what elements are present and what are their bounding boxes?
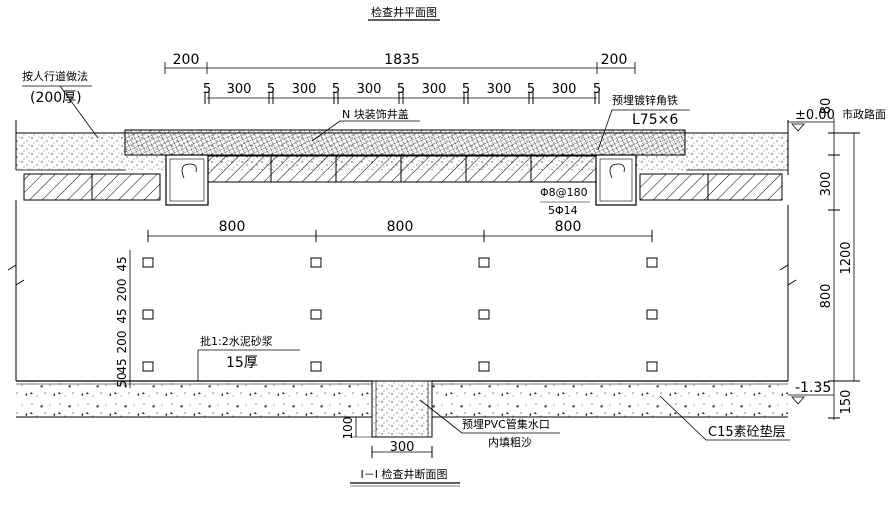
seg-dim: 300	[292, 82, 317, 97]
seg-dim: 5	[527, 82, 535, 97]
grid-dim: 800	[555, 219, 582, 235]
top-dimensions: 200 1835 200 5 300 5 300 5 300 5 300 5 3…	[164, 52, 636, 104]
pit-depth-dim: 100	[341, 417, 355, 440]
right-dim: 80	[819, 98, 834, 115]
left-dim: 45	[115, 256, 129, 271]
elevation-bottom-label: -1.35	[795, 380, 831, 396]
cover-label: N 块装饰井盖	[342, 107, 409, 121]
dim-right-200: 200	[601, 52, 628, 68]
left-dimensions: 45 200 45 200 45 50	[115, 250, 131, 388]
seg-dim: 5	[267, 82, 275, 97]
seg-dim: 300	[552, 82, 577, 97]
dim-overall: 1835	[384, 52, 420, 68]
grid-dim: 800	[219, 219, 246, 235]
seg-dim: 5	[332, 82, 340, 97]
grid-dim: 800	[387, 219, 414, 235]
sand-label: 内填粗沙	[488, 435, 532, 449]
decorative-cover	[124, 129, 686, 156]
c15-label: C15素砼垫层	[708, 424, 786, 440]
elevation-top: ±0.00 市政路面	[788, 107, 886, 132]
seg-dim: 5	[397, 82, 405, 97]
right-dim: 150	[839, 390, 854, 415]
rebar2-label: 5Φ14	[548, 204, 578, 217]
right-dim: 800	[819, 284, 834, 309]
seg-dim: 5	[593, 82, 601, 97]
mortar-label: 批1:2水泥砂浆	[200, 334, 273, 348]
sidewalk-thickness-label: (200厚)	[30, 90, 82, 106]
pit-dimensions: 300 100	[341, 417, 433, 458]
rebar1-label: Φ8@180	[540, 186, 588, 199]
elevation-bottom: -1.35	[788, 380, 834, 405]
angle-size-label: L75×6	[632, 112, 678, 128]
drain-holes	[142, 257, 658, 372]
right-dim: 1200	[839, 241, 854, 274]
pvc-label: 预埋PVC管集水口	[462, 417, 550, 431]
elevation-top-label: ±0.00	[795, 108, 835, 123]
grid-dimensions: 800 800 800	[147, 219, 653, 242]
seg-dim: 300	[357, 82, 382, 97]
left-ring-beam	[165, 154, 209, 206]
pit-width-dim: 300	[390, 440, 415, 455]
angle-embed-label: 预埋镀锌角铁	[612, 93, 678, 107]
mortar-thickness-label: 15厚	[226, 355, 258, 371]
right-dim: 300	[819, 172, 834, 197]
right-dimensions: 80 300 1200 800 150	[819, 98, 860, 420]
section-title: I－I 检查井断面图	[361, 467, 448, 481]
left-dim: 200	[115, 279, 129, 302]
left-dim: 45	[115, 358, 129, 373]
seg-dim: 300	[227, 82, 252, 97]
sump-pit	[371, 380, 433, 438]
seg-dim: 5	[203, 82, 211, 97]
right-ring-beam	[595, 154, 637, 206]
dim-left-200: 200	[173, 52, 200, 68]
left-dim: 45	[115, 308, 129, 323]
seg-dim: 5	[462, 82, 470, 97]
seg-dim: 300	[422, 82, 447, 97]
seg-dim: 300	[487, 82, 512, 97]
sidewalk-method-label: 按人行道做法	[22, 69, 88, 83]
base-slab	[16, 380, 788, 438]
left-dim: 200	[115, 331, 129, 354]
plan-title: 检查井平面图	[371, 5, 437, 19]
ring-beam-row	[23, 155, 783, 201]
left-dim: 50	[115, 372, 129, 387]
road-surface-label: 市政路面	[842, 107, 886, 121]
